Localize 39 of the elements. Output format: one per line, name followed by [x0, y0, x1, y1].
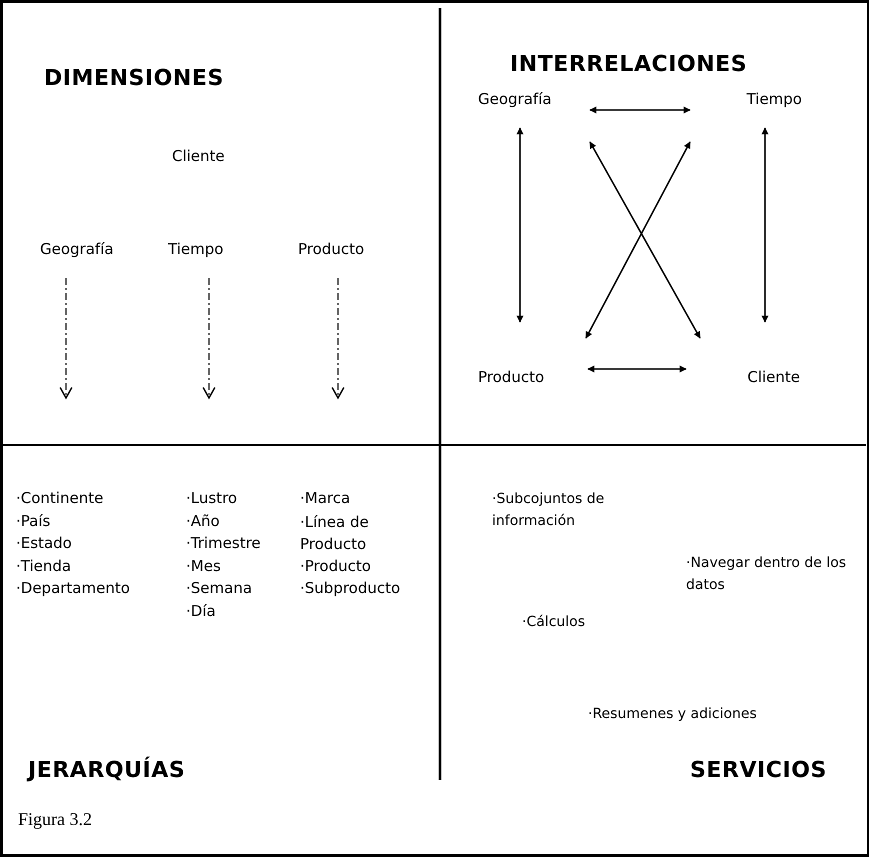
figure-caption: Figura 3.2 [18, 808, 92, 831]
list-item: ·Departamento [16, 578, 130, 598]
node-label: Geografía [40, 239, 114, 260]
list-item: ·Continente [16, 488, 104, 508]
node-label: Producto [478, 366, 544, 388]
dimension-label: Cliente [172, 146, 225, 167]
list-item: ·Trimestre [186, 533, 261, 553]
node-label: Tiempo [168, 239, 224, 260]
double-arrow [589, 106, 691, 114]
dashed-arrow [202, 278, 216, 399]
list-item: ·Línea de Producto [300, 512, 370, 555]
section-heading: SERVICIOS [690, 757, 827, 785]
node-label: Producto [298, 239, 364, 260]
list-item: ·Producto [300, 556, 371, 576]
list-item: ·Tienda [16, 556, 72, 576]
list-item: ·Día [186, 600, 216, 620]
list-item: ·Mes [186, 556, 221, 576]
node-label: Tiempo [746, 89, 802, 110]
double-arrow [516, 127, 524, 323]
list-item: ·Marca [300, 488, 350, 508]
dashed-arrow [331, 278, 345, 399]
section-heading: JERARQUÍAS [28, 756, 186, 785]
node-label: Cliente [747, 366, 800, 388]
node-label: Geografía [478, 89, 552, 110]
list-item: ·Semana [186, 578, 252, 598]
dashed-arrow [59, 278, 73, 399]
list-item: ·Año [186, 510, 220, 530]
list-item: ·Estado [16, 533, 72, 553]
double-arrow [587, 366, 687, 372]
section-heading: DIMENSIONES [44, 65, 224, 93]
list-item: ·Subcojuntos de información [492, 490, 606, 531]
list-item: ·País [16, 510, 50, 530]
section-heading: INTERRELACIONES [510, 51, 748, 79]
list-item: ·Resumenes y adiciones [588, 705, 757, 724]
list-item: ·Cálculos [522, 613, 586, 632]
double-arrow [762, 127, 768, 323]
list-item: ·Subproducto [300, 578, 400, 598]
list-item: ·Lustro [186, 488, 238, 508]
list-item: ·Navegar dentro de los datos [686, 554, 848, 595]
